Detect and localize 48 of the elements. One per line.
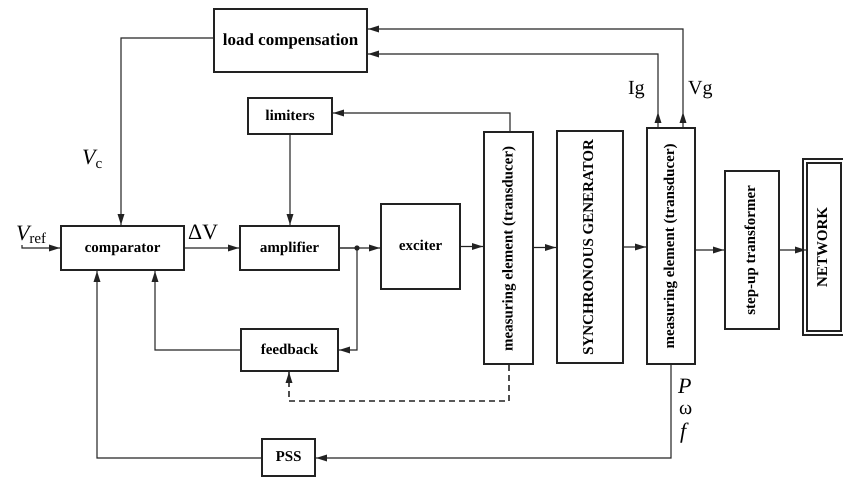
arrow xyxy=(368,50,662,127)
process-box xyxy=(556,130,624,364)
signal-label: ΔV xyxy=(188,221,218,243)
box-label: measuring element (transducer) xyxy=(500,146,516,350)
process-box xyxy=(213,8,368,73)
process-box xyxy=(380,203,461,290)
box-label: comparator xyxy=(84,240,162,256)
arrow xyxy=(339,247,358,354)
arrow xyxy=(152,271,240,351)
signal-label: f xyxy=(680,420,686,442)
signal-label: V$_{ref}$ xyxy=(16,222,46,244)
signal-label: Ig xyxy=(628,78,645,98)
arrow xyxy=(780,246,806,254)
arrow xyxy=(286,135,294,225)
arrow xyxy=(316,365,672,462)
dashed-arrow xyxy=(286,365,510,402)
process-box xyxy=(60,225,185,271)
process-box xyxy=(239,225,340,271)
signal-label: Vg xyxy=(688,78,712,98)
box-label: measuring element (transducer) xyxy=(663,144,679,348)
box-label: PSS xyxy=(274,449,302,466)
signal-label: V$_{c}$ xyxy=(82,146,102,168)
box-label: load compensation xyxy=(222,31,360,50)
process-box xyxy=(240,328,339,372)
box-label: SYNCHRONOUS GENERATOR xyxy=(582,139,598,355)
arrow xyxy=(696,246,724,254)
signal-label: P xyxy=(678,375,692,397)
box-label: limiters xyxy=(264,108,316,124)
box-label: feedback xyxy=(260,342,320,358)
box-label: amplifier xyxy=(258,240,320,256)
arrow xyxy=(333,110,511,131)
process-box xyxy=(483,131,534,365)
box-label: exciter xyxy=(398,238,444,255)
process-box xyxy=(247,97,333,135)
arrow xyxy=(461,243,483,250)
box-label: step-up transformer xyxy=(744,185,760,315)
signal-label: ω xyxy=(679,398,692,418)
box-label: NETWORK xyxy=(816,207,832,288)
arrow xyxy=(185,244,239,252)
arrow xyxy=(118,37,213,225)
process-box xyxy=(724,170,780,330)
arrow xyxy=(534,244,556,251)
arrow xyxy=(368,26,686,127)
arrow xyxy=(94,271,261,459)
arrow xyxy=(21,244,60,252)
process-box xyxy=(261,438,316,477)
process-box xyxy=(646,127,696,365)
arrow xyxy=(624,244,646,250)
